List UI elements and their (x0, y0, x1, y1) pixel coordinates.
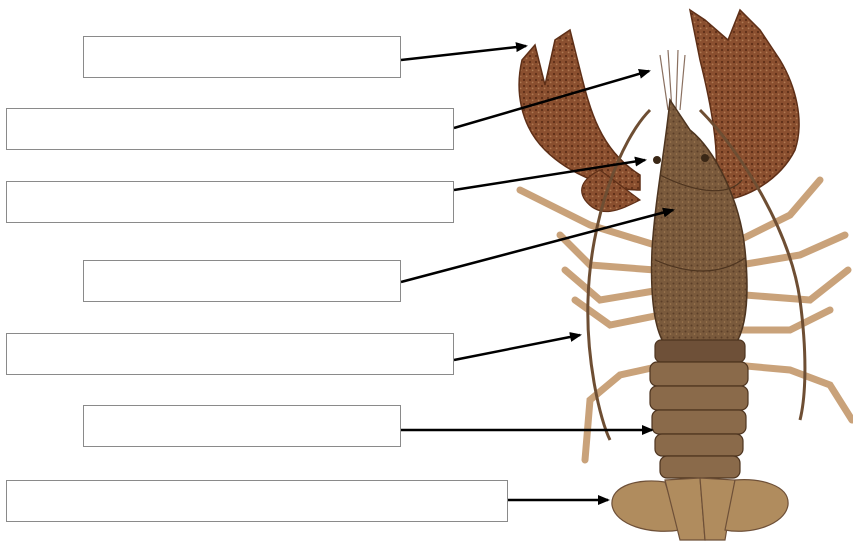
label-box-claw[interactable] (83, 36, 401, 78)
label-box-eye[interactable] (6, 181, 454, 223)
abdomen (650, 340, 748, 478)
tail-fan (612, 478, 788, 540)
label-box-carapace[interactable] (83, 260, 401, 302)
arrow-1 (401, 46, 526, 60)
left-eye (653, 156, 661, 164)
left-claw (519, 30, 640, 212)
arrow-5 (454, 335, 580, 360)
label-box-antenna[interactable] (6, 333, 454, 375)
label-box-antennule[interactable] (6, 108, 454, 150)
label-box-abdomen[interactable] (83, 405, 401, 447)
antennules (660, 50, 685, 110)
label-box-tail-fan[interactable] (6, 480, 508, 522)
right-eye (701, 154, 709, 162)
